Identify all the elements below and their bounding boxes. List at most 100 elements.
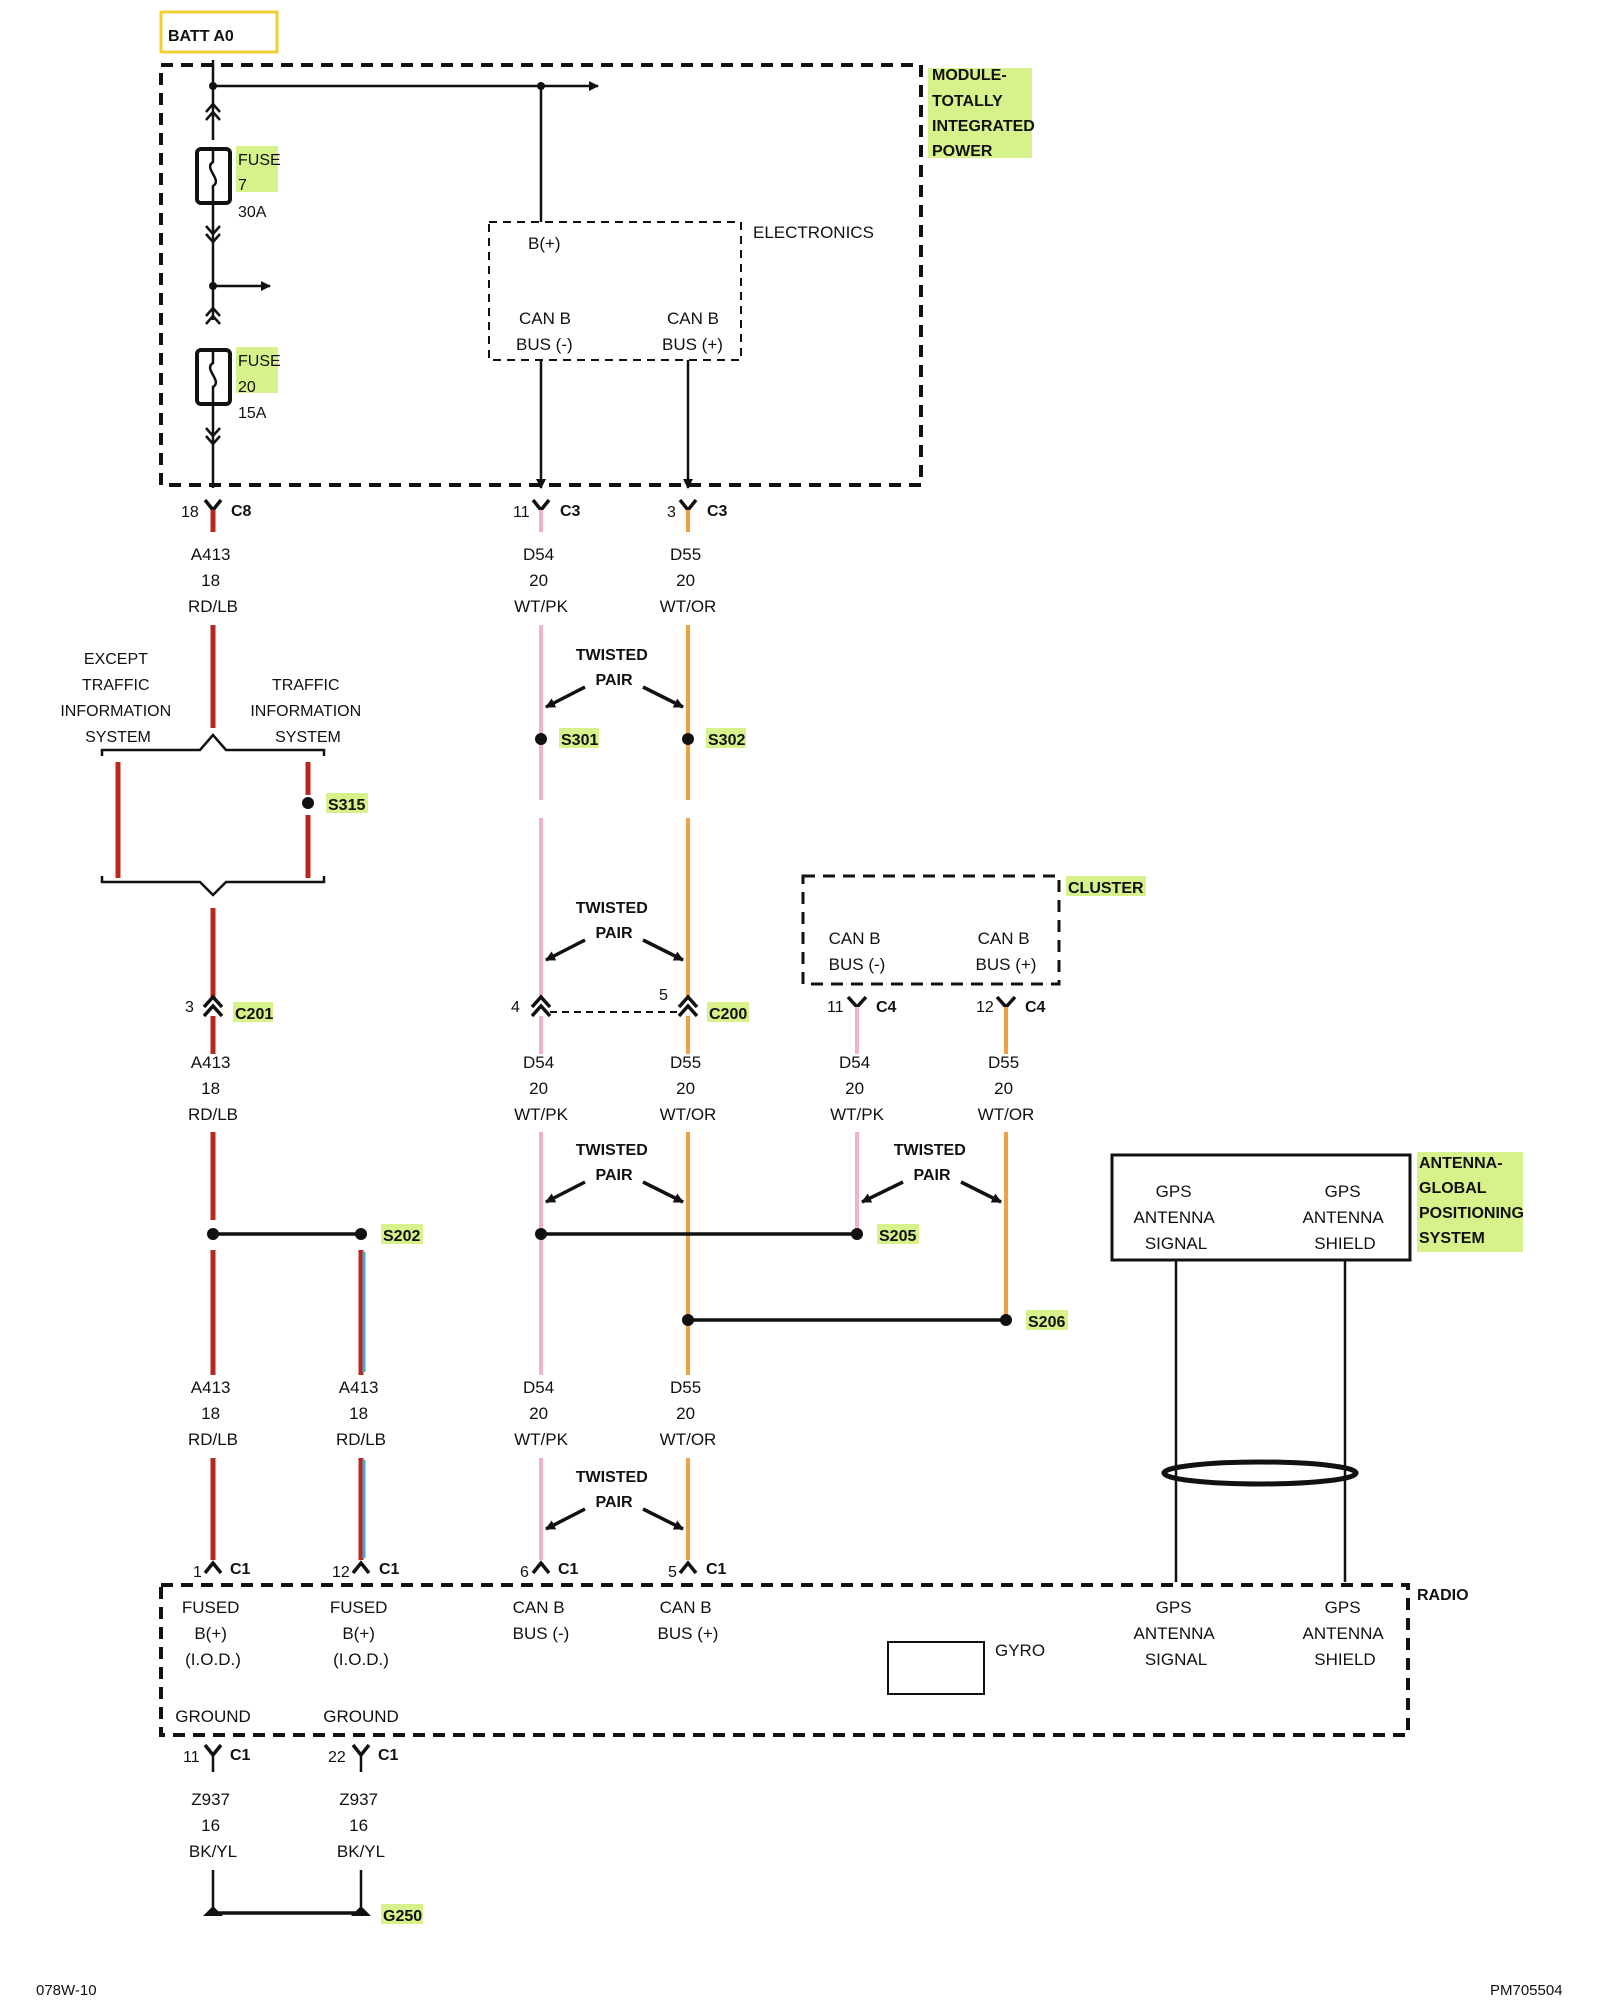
footer-right: PM705504: [1490, 1982, 1563, 1999]
batt-label: BATT A0: [168, 28, 234, 45]
connector-c1-icon: [203, 1560, 223, 1575]
shield-loop-icon: [1161, 1459, 1359, 1487]
splice-s315-dot: [302, 797, 314, 809]
connector-c201-icon: [202, 994, 224, 1018]
s205-label: S205: [879, 1228, 916, 1245]
c200-highlight: [707, 1002, 749, 1022]
cluster-highlight: [1066, 876, 1146, 896]
twisted-pair-label: TWISTED PAIR: [576, 647, 652, 689]
c201-pin: 3: [185, 999, 194, 1016]
connector-c1-icon: [203, 1743, 223, 1758]
splice-s206-dot: [1000, 1314, 1012, 1326]
twisted-pair-arrow: [642, 1180, 684, 1204]
s206-label: S206: [1028, 1314, 1065, 1331]
radio-fused-2: FUSED B(+) (I.O.D.): [330, 1598, 392, 1669]
c1-name: C1: [706, 1561, 727, 1578]
c201-highlight: [233, 1002, 273, 1022]
radio-module-outline: [159, 1583, 1410, 1737]
radio-can-pos: CAN B BUS (+): [658, 1598, 719, 1643]
d54-label: D54 20 WT/PK: [514, 1053, 568, 1124]
d55-label: D55 20 WT/OR: [660, 1378, 717, 1449]
electronics-label: ELECTRONICS: [753, 223, 874, 242]
connector-c1-icon: [678, 1560, 698, 1575]
d54-label: D54 20 WT/PK: [830, 1053, 884, 1124]
batt-box: [159, 10, 279, 54]
c4b-name: C4: [1025, 999, 1046, 1016]
electronics-can-neg: CAN B BUS (-): [516, 309, 576, 354]
d54-label: D54 20 WT/PK: [514, 545, 568, 616]
a413-label: A413 18 RD/LB: [188, 1053, 238, 1124]
connector-c200b-icon: [677, 994, 699, 1018]
cluster-can-pos: CAN B BUS (+): [976, 929, 1037, 974]
antenna-module-outline: [1110, 1153, 1412, 1262]
twisted-pair-arrow: [960, 1180, 1002, 1204]
ground-icon: [351, 1906, 371, 1916]
junction-dot: [209, 82, 217, 90]
c3a-pin: 11: [513, 504, 530, 521]
antenna-highlight: [1417, 1152, 1523, 1252]
radio-fused-1: FUSED B(+) (I.O.D.): [182, 1598, 244, 1669]
s301-highlight: [559, 728, 599, 748]
radio-gps-shield: GPS ANTENNA SHIELD: [1302, 1598, 1387, 1669]
c1-pin: 6: [520, 1564, 529, 1581]
a413-label: A413 18 RD/LB: [188, 1378, 238, 1449]
s315-label: S315: [328, 797, 365, 814]
c4a-name: C4: [876, 999, 897, 1016]
fuse-connector-icon: [205, 102, 221, 121]
twisted-pair-label: TWISTED PAIR: [576, 900, 652, 942]
fuse-20-highlight: [236, 347, 278, 393]
z937-label: Z937 16 BK/YL: [337, 1790, 385, 1861]
c1-name: C1: [558, 1561, 579, 1578]
c1-pin: 1: [193, 1564, 202, 1581]
fuse-20-label: FUSE 20 15A: [238, 353, 285, 422]
s202-label: S202: [383, 1228, 420, 1245]
a413-label: A413 18 RD/LB: [336, 1378, 386, 1449]
connector-c4b-icon: [995, 995, 1017, 1010]
d55-label: D55 20 WT/OR: [978, 1053, 1035, 1124]
connector-c4a-icon: [846, 995, 868, 1010]
branch-brace-top: [100, 733, 326, 756]
splice-s202-dot: [355, 1228, 367, 1240]
cluster-can-neg: CAN B BUS (-): [829, 929, 886, 974]
branch-brace-bottom: [100, 876, 326, 897]
c1-pin: 22: [328, 1749, 346, 1766]
except-tis-label: EXCEPT TRAFFIC INFORMATION SYSTEM: [60, 651, 175, 746]
c4b-pin: 12: [976, 999, 994, 1016]
connector-c1-icon: [351, 1743, 371, 1758]
d55-label: D55 20 WT/OR: [660, 545, 717, 616]
s205-highlight: [877, 1224, 919, 1244]
c1-pin: 5: [668, 1564, 677, 1581]
d55-label: D55 20 WT/OR: [660, 1053, 717, 1124]
radio-can-neg: CAN B BUS (-): [513, 1598, 570, 1643]
g250-label: G250: [383, 1908, 422, 1925]
twisted-pair-label: TWISTED PAIR: [576, 1469, 652, 1511]
g250-highlight: [381, 1904, 423, 1924]
fuse-connector-icon: [205, 306, 221, 325]
twisted-pair-label: TWISTED PAIR: [576, 1142, 652, 1184]
gyro-label: GYRO: [995, 1641, 1045, 1660]
twisted-pair-arrow: [545, 1507, 586, 1531]
electronics-can-pos: CAN B BUS (+): [662, 309, 724, 354]
fuse-7-label: FUSE 7 30A: [238, 152, 285, 221]
footer-left: 078W-10: [36, 1982, 97, 1999]
antenna-signal-label: GPS ANTENNA SIGNAL: [1133, 1182, 1218, 1253]
fuse-7-highlight: [236, 146, 278, 192]
gyro-box: [887, 1641, 985, 1695]
fuse-20-element: [208, 350, 218, 404]
fuse-7-element: [208, 149, 218, 203]
c1-pin: 12: [332, 1564, 350, 1581]
cluster-name: CLUSTER: [1068, 880, 1144, 897]
twisted-pair-arrow: [642, 938, 684, 962]
splice-s205-dot: [851, 1228, 863, 1240]
radio-ground-1: GROUND: [175, 1707, 251, 1726]
twisted-pair-label: TWISTED PAIR: [894, 1142, 970, 1184]
c3b-name: C3: [707, 503, 728, 520]
s301-label: S301: [561, 732, 598, 749]
c8-pin: 18: [181, 504, 199, 521]
connector-c1-icon: [351, 1560, 371, 1575]
c1-name: C1: [378, 1747, 399, 1764]
antenna-shield-label: GPS ANTENNA SHIELD: [1302, 1182, 1387, 1253]
connector-c3b-icon: [678, 498, 698, 513]
twisted-pair-arrow: [545, 938, 586, 962]
